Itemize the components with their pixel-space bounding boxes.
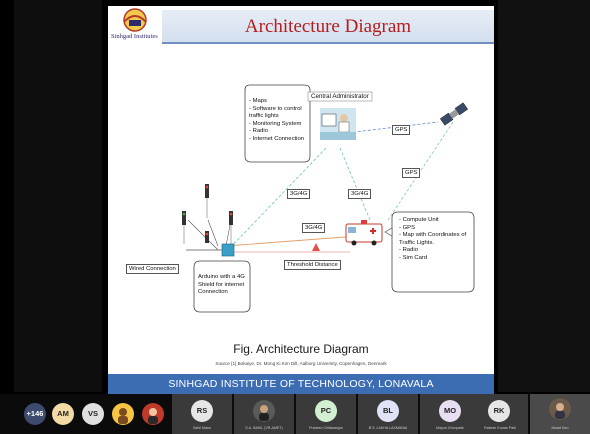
admin-feature-item: - Radio [249, 128, 268, 135]
user-photo-icon [259, 405, 269, 421]
admin-feature-item: - Maps [249, 98, 268, 104]
participant-tile[interactable]: RK Rakesh Kumar Patil [470, 394, 528, 434]
admin-feature-item: traffic lights [249, 113, 279, 120]
participant-name: S.A. BAKIL (VR-AMET) [245, 426, 283, 430]
vehicle-feature-item: - GPS [399, 224, 416, 231]
admin-feature-item: - Internet Connection [249, 135, 305, 142]
participant-tile[interactable]: PC Praveen Chittaranjan [296, 394, 356, 434]
threshold-distance-label: Threshold Distance [284, 260, 341, 270]
participant-avatar: RS [191, 400, 213, 422]
figure-caption: Fig. Architecture Diagram [233, 342, 369, 356]
logo-text: Sinhgad Institutes [111, 33, 158, 40]
link-label-3g4g: 3G/4G [287, 189, 311, 199]
participant-name: Sahil Mane [193, 426, 211, 430]
traffic-light-icon [205, 184, 209, 218]
participant-overflow-count[interactable]: +146 [24, 403, 46, 425]
participant-avatar [253, 400, 275, 422]
central-admin-label: Central Administrator [311, 93, 369, 100]
wire-1 [207, 219, 219, 247]
arduino-text-line: Connection [198, 289, 228, 296]
right-video-panel [498, 0, 590, 392]
participant-name: B.S. LAKHA LAXMANAI [368, 426, 408, 430]
participant-avatar[interactable]: AM [52, 403, 74, 425]
vehicle-feature-item: - Map with Coordinates of [399, 232, 467, 239]
figure-source: Source [1] Bokaiye, Dr. Mong Ki Kim Dill… [215, 361, 387, 366]
arduino-text-line: Arduino with a 4G [198, 274, 245, 280]
participant-avatar [549, 398, 571, 420]
ambulance-icon [345, 220, 383, 246]
admin-label-box [307, 91, 373, 102]
arduino-text-line: Shield for internet [198, 281, 245, 288]
arduino-to-vehicle-link [225, 235, 359, 247]
participant-avatar: PC [315, 400, 337, 422]
vehicle-bubble-pointer [384, 227, 393, 237]
participant-strip: +146 AM VS RS Sahil Mane [0, 394, 590, 434]
admin-info-bubble [244, 84, 311, 163]
slide-header: Sinhgad Institutes Architecture Diagram [108, 6, 494, 46]
participant-name: Ninad Deo [551, 426, 569, 430]
participant-avatar: MO [439, 400, 461, 422]
vehicle-feature-list: - Compute Unit - GPS - Map with Coordina… [399, 217, 466, 263]
participant-avatar: BL [377, 400, 399, 422]
participant-tile[interactable]: S.A. BAKIL (VR-AMET) [234, 394, 294, 434]
left-video-panel [14, 0, 102, 392]
admin-feature-item: - Software to control [249, 105, 302, 112]
participant-tile[interactable]: BL B.S. LAKHA LAXMANAI [358, 394, 418, 434]
vehicle-feature-item: - Compute Unit [399, 217, 439, 223]
participant-name: Mayuri Ghorpade [436, 426, 464, 430]
admin-feature-item: - Monitoring System [249, 120, 302, 127]
gps-label: GPS [402, 168, 421, 178]
traffic-light-icon [182, 211, 186, 244]
arduino-device-icon [221, 243, 235, 257]
arduino-info-bubble [193, 260, 251, 313]
participant-tile[interactable]: Ninad Deo [530, 394, 590, 434]
institute-logo: Sinhgad Institutes [108, 6, 162, 46]
user-photo-icon [148, 408, 158, 424]
footer-text: SINHGAD INSTITUTE OF TECHNOLOGY, LONAVAL… [168, 378, 434, 390]
user-photo-icon [118, 408, 128, 424]
link-label-3g4g: 3G/4G [348, 189, 372, 199]
link-label-3g4g: 3G/4G [302, 223, 326, 233]
satellite-to-vehicle-link [387, 121, 454, 221]
sinhgad-logo-icon [123, 8, 147, 32]
participant-avatar[interactable] [112, 403, 134, 425]
user-photo-icon [555, 403, 565, 419]
participant-name: Rakesh Kumar Patil [484, 426, 516, 430]
satellite-icon [439, 102, 469, 126]
admin-to-vehicle-link [339, 147, 371, 221]
traffic-light-icon [205, 231, 209, 243]
slide-title: Architecture Diagram [244, 16, 412, 37]
wired-connection-label: Wired Connection [126, 264, 179, 274]
title-bar: Architecture Diagram [162, 10, 494, 44]
participant-avatar[interactable]: VS [82, 403, 104, 425]
vehicle-info-bubble [391, 211, 475, 293]
admin-feature-list: - Maps - Software to control traffic lig… [249, 98, 304, 144]
arduino-description: Arduino with a 4G Shield for internet Co… [198, 274, 245, 297]
presentation-slide: Sinhgad Institutes Architecture Diagram [108, 6, 494, 394]
wire-3 [187, 219, 219, 251]
participant-avatar: RK [488, 400, 510, 422]
traffic-light-icon [229, 211, 233, 244]
admin-workstation-icon [320, 108, 356, 140]
slide-footer: SINHGAD INSTITUTE OF TECHNOLOGY, LONAVAL… [108, 374, 494, 394]
vehicle-feature-item: Traffic Lights. [399, 239, 435, 246]
participant-tile[interactable]: RS Sahil Mane [172, 394, 232, 434]
admin-to-arduino-link [225, 147, 327, 253]
threshold-marker-icon [312, 243, 320, 251]
participant-name: Praveen Chittaranjan [309, 426, 343, 430]
vehicle-feature-item: - Sim Card [399, 254, 428, 261]
participant-avatar[interactable] [142, 403, 164, 425]
architecture-diagram [182, 84, 475, 313]
vehicle-feature-item: - Radio [399, 247, 418, 254]
gps-label: GPS [392, 125, 411, 135]
